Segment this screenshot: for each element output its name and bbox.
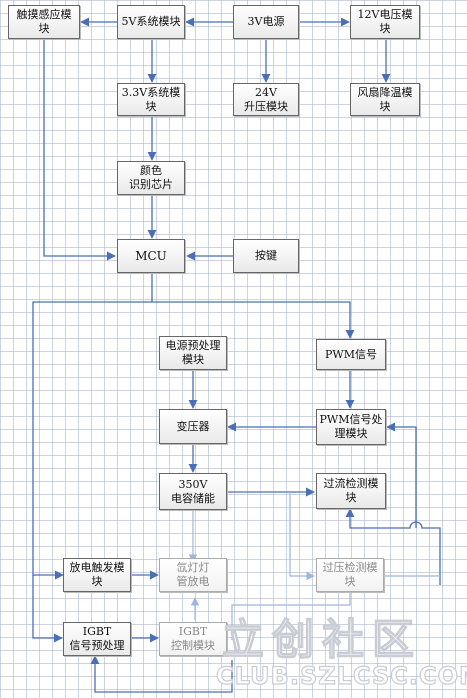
block-power-preprocess: 电源预处理 模块 [159,336,227,370]
block-fan-cooling: 风扇降温模 块 [350,83,420,116]
watermark-url: CLUB.SZLCSC.COM [215,661,467,690]
block-pwm-signal: PWM信号 [316,339,386,370]
edge-mcu-to-igbtpre [32,575,63,643]
block-3v-power: 3V电源 [233,5,299,39]
block-pwm-processor: PWM信号处 理模块 [316,409,386,445]
block-xenon-lamp: 氙灯灯 管放电 [159,558,227,592]
block-350v-capacitor: 350V 电容储能 [159,473,227,510]
block-mcu: MCU [117,239,185,273]
edge-overvolt-to-overcur [345,508,441,585]
block-overcurrent-detect: 过流检测模块 [316,473,386,509]
block-12v-module: 12V电压模 块 [350,5,420,39]
watermark-logo-text: 立创社区 [221,614,423,664]
block-key: 按键 [233,239,299,273]
edge-feedback-to-proc [386,422,417,528]
block-24v-boost: 24V 升压模块 [233,83,299,116]
edge-mcu-to-pwm [151,273,355,339]
block-5v-system: 5V系统模块 [117,5,185,39]
block-igbt-control: IGBT 控制模块 [159,622,227,656]
block-touch-sensor: 触摸感应模 块 [8,5,80,39]
block-transformer: 变压器 [159,409,227,444]
block-igbt-preprocess: IGBT 信号预处理 [63,622,131,656]
block-overvoltage-detect: 过压检测模块 [316,558,384,592]
block-discharge-trigger: 放电触发模 块 [63,558,131,592]
block-color-chip: 颜色 识别芯片 [117,161,185,195]
block-33v-system: 3.3V系统模 块 [117,83,185,116]
edge-mcu-to-trigger [32,301,152,580]
edge-touch-to-mcu [43,38,116,261]
edge-loop-to-igbtpre [90,655,233,693]
edge-cap-to-overvolt [289,492,315,581]
edge-overvolt-to-drv [231,590,351,640]
